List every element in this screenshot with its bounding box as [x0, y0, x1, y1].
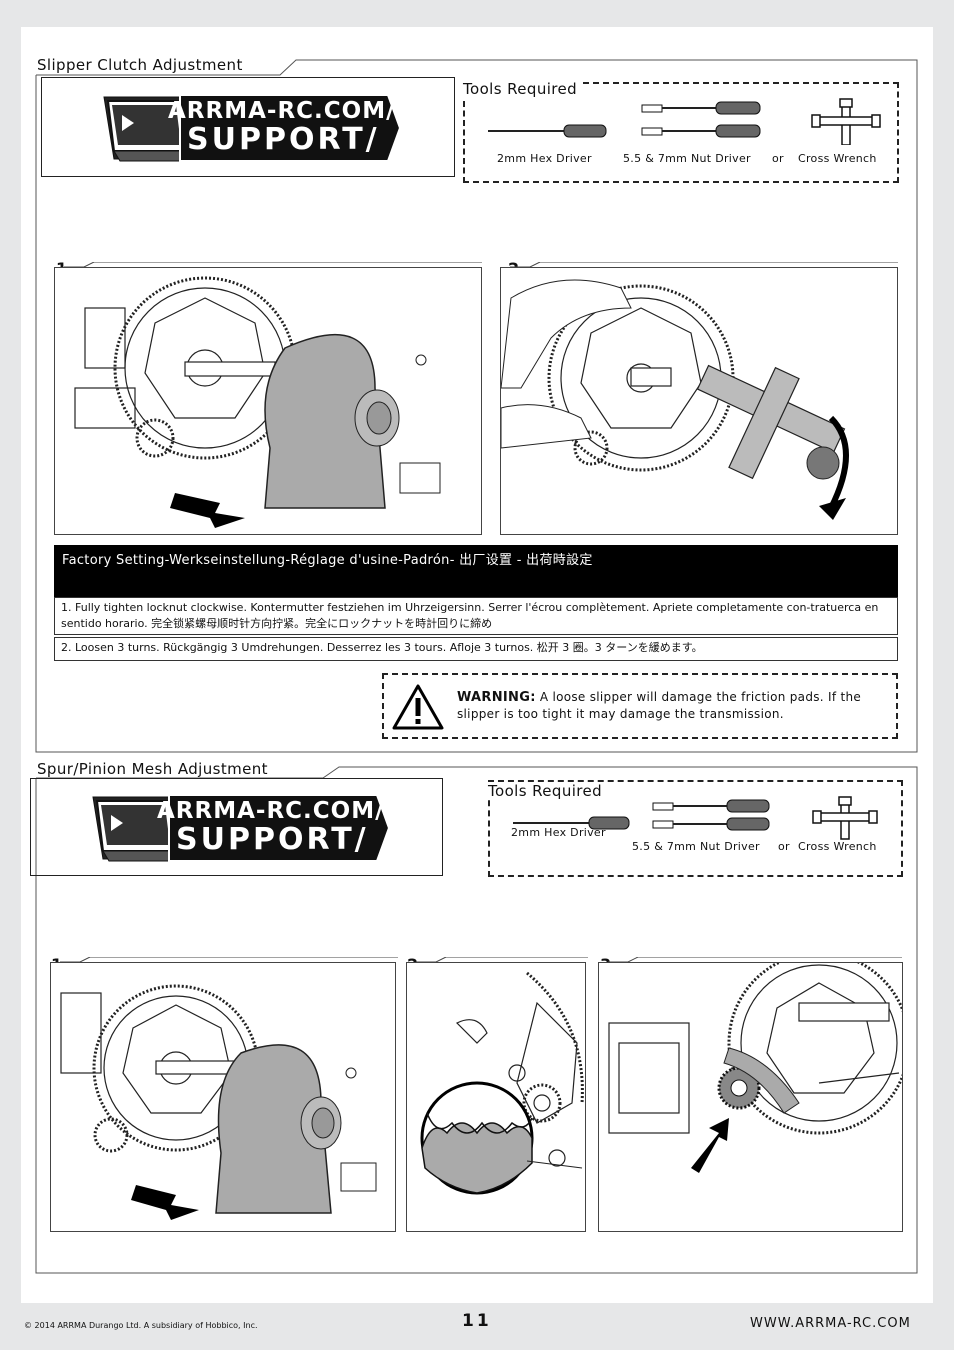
- tool-label-nut: 5.5 & 7mm Nut Driver: [623, 152, 751, 165]
- warning-box: WARNING: A loose slipper will damage the…: [382, 673, 898, 739]
- hex-driver-icon: [488, 124, 607, 138]
- figure-mesh-step2: [406, 962, 586, 1232]
- section-frame-slipper: [35, 59, 918, 753]
- figure-mesh-step3: [598, 962, 903, 1232]
- nut-driver-icon-mesh: [652, 799, 770, 831]
- logo-line1: ARRMA-RC.COM/: [168, 98, 396, 124]
- instruction-step-2: 2. Loosen 3 turns. Rückgängig 3 Umdrehun…: [54, 637, 898, 661]
- logo-line2: SUPPORT/: [187, 122, 380, 157]
- tool-icons-mesh: [513, 796, 878, 840]
- warning-label: WARNING:: [457, 690, 536, 705]
- cross-wrench-icon-mesh: [812, 796, 878, 840]
- tools-title-slipper: Tools Required: [463, 80, 582, 98]
- figure-slipper-step1: [54, 267, 482, 535]
- section-title-slipper: Slipper Clutch Adjustment: [37, 56, 243, 74]
- tool-label-cross: Cross Wrench: [798, 152, 877, 165]
- tools-box-slipper: [463, 82, 899, 183]
- footer-website-link[interactable]: WWW.ARRMA-RC.COM: [750, 1316, 911, 1331]
- laptop-support-logo-mesh[interactable]: [89, 791, 399, 865]
- warning-text: A loose slipper will damage the friction…: [457, 690, 862, 721]
- warning-message: WARNING: A loose slipper will damage the…: [457, 689, 887, 723]
- footer-copyright: © 2014 ARRMA Durango Ltd. A subsidiary o…: [24, 1321, 258, 1330]
- tool-label-hex-mesh: 2mm Hex Driver: [511, 826, 606, 839]
- logo-line1-mesh: ARRMA-RC.COM/: [157, 798, 385, 824]
- figure-mesh-step1: [50, 962, 396, 1232]
- tool-label-cross-mesh: Cross Wrench: [798, 840, 877, 853]
- factory-setting-header: Factory Setting-Werkseinstellung-Réglage…: [54, 545, 898, 597]
- tools-title-mesh: Tools Required: [488, 782, 607, 800]
- tools-box-mesh: [488, 780, 903, 877]
- cross-wrench-icon: [811, 98, 881, 145]
- support-logo-box-mesh: ARRMA-RC.COM/ SUPPORT/: [30, 778, 443, 876]
- footer-page-number: 11: [462, 1311, 492, 1331]
- logo-line2-mesh: SUPPORT/: [176, 822, 369, 857]
- tool-icons-slipper: [488, 98, 881, 145]
- hex-driver-icon-mesh: [513, 816, 630, 830]
- instruction-step-1: 1. Fully tighten locknut clockwise. Kont…: [54, 597, 898, 635]
- support-logo-box-slipper: ARRMA-RC.COM/ SUPPORT/: [41, 77, 455, 177]
- factory-setting-text: Factory Setting-Werkseinstellung-Réglage…: [62, 553, 593, 568]
- section-title-mesh: Spur/Pinion Mesh Adjustment: [37, 760, 268, 778]
- nut-driver-icon: [641, 101, 761, 138]
- tool-label-or: or: [772, 152, 784, 165]
- figure-slipper-step2: [500, 267, 898, 535]
- tool-label-or-mesh: or: [778, 840, 790, 853]
- tool-label-nut-mesh: 5.5 & 7mm Nut Driver: [632, 840, 760, 853]
- laptop-support-logo[interactable]: [100, 91, 410, 165]
- warning-triangle-icon: [392, 684, 444, 730]
- tool-label-hex: 2mm Hex Driver: [497, 152, 592, 165]
